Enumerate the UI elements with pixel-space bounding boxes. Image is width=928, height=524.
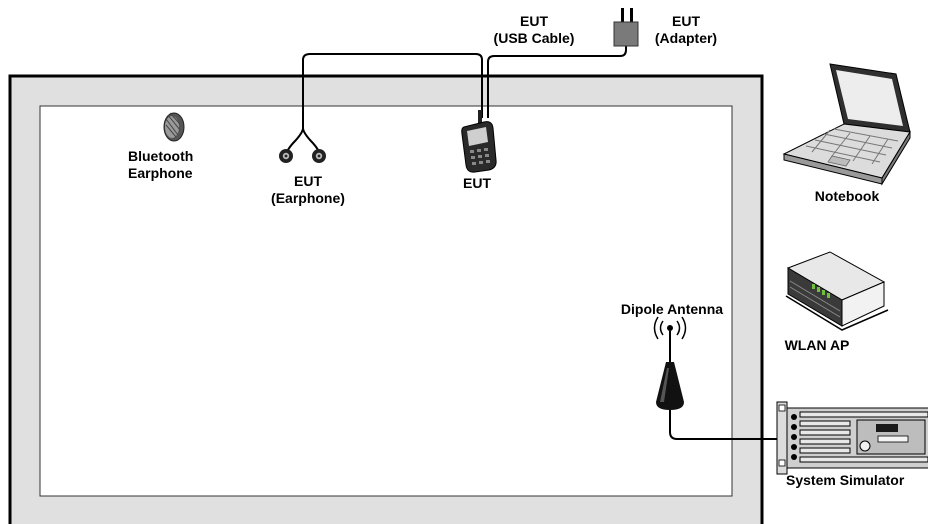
notebook-label-text: Notebook — [814, 188, 880, 204]
chamber-inner-area — [39, 105, 733, 497]
eut-usb-cable-label-line1: EUT — [520, 13, 548, 29]
eut-adapter-label: EUT (Adapter) — [644, 13, 728, 47]
eut-adapter-label-line1: EUT — [672, 13, 700, 29]
bluetooth-earphone-label-line2: Earphone — [128, 165, 193, 181]
bluetooth-earphone-label: Bluetooth Earphone — [128, 148, 193, 182]
system-simulator-label: System Simulator — [786, 472, 928, 489]
wlan-ap-icon — [785, 251, 889, 331]
mobile-phone-icon — [461, 110, 497, 173]
eut-usb-cable-label: EUT (USB Cable) — [480, 13, 588, 47]
antenna-cable — [669, 400, 785, 440]
dipole-antenna-icon — [653, 316, 687, 410]
system-simulator-icon — [776, 401, 928, 475]
wlan-ap-label: WLAN AP — [772, 337, 862, 354]
bluetooth-earphone-label-line1: Bluetooth — [128, 148, 194, 164]
eut-earphone-label: EUT (Earphone) — [258, 173, 358, 207]
dipole-antenna-label: Dipole Antenna — [604, 301, 740, 318]
system-simulator-label-text: System Simulator — [786, 472, 905, 488]
eut-adapter-label-line2: (Adapter) — [654, 30, 718, 46]
notebook-label: Notebook — [800, 188, 894, 205]
eut-earphone-label-line1: EUT — [294, 173, 322, 189]
bluetooth-earphone-icon — [163, 112, 185, 142]
notebook-icon — [782, 63, 911, 186]
eut-usb-cable-label-line2: (USB Cable) — [493, 30, 575, 46]
dipole-antenna-label-text: Dipole Antenna — [620, 301, 724, 317]
usb-cable — [487, 45, 627, 118]
eut-phone-label: EUT — [455, 175, 499, 192]
earphone-cable — [302, 53, 483, 128]
eut-phone-label-text: EUT — [463, 175, 491, 191]
earphone-icon — [279, 127, 326, 163]
eut-earphone-label-line2: (Earphone) — [271, 190, 345, 206]
wlan-ap-label-text: WLAN AP — [784, 337, 850, 353]
adapter-icon — [613, 8, 639, 47]
